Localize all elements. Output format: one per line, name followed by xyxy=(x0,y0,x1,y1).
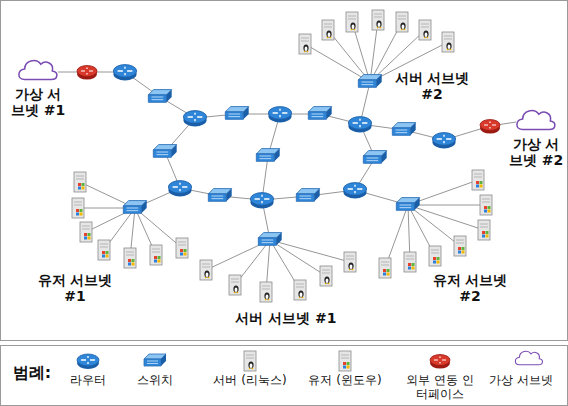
server-icon xyxy=(294,280,306,300)
router-icon xyxy=(183,111,206,127)
router-icon xyxy=(168,181,191,197)
router-icon xyxy=(348,117,371,133)
subnet-label: 유저 서브넷 #2 xyxy=(430,272,510,304)
network-link xyxy=(408,205,460,246)
subnet-label: 서버 서브넷 #2 xyxy=(394,70,470,102)
server-icon xyxy=(320,266,332,286)
switch-icon xyxy=(258,233,281,246)
server-icon xyxy=(346,12,358,32)
switch-icon xyxy=(225,107,248,120)
switch-icon xyxy=(363,151,386,164)
pc-icon xyxy=(176,238,188,258)
router-icon xyxy=(432,133,455,149)
switch-icon xyxy=(123,201,146,214)
server-icon xyxy=(200,260,212,280)
server-icon xyxy=(229,275,241,295)
switch-icon xyxy=(148,90,171,103)
server-icon xyxy=(372,10,384,30)
legend-text: 서버 (리눅스) xyxy=(205,374,295,388)
server-icon xyxy=(442,32,454,52)
virtual-subnet: 가상 서브넷 #2 xyxy=(508,106,564,168)
switch-icon xyxy=(396,198,419,211)
ext-icon xyxy=(77,66,97,80)
legend-text: 유저 (윈도우) xyxy=(300,374,390,388)
pc-icon xyxy=(98,240,110,260)
server-icon xyxy=(322,20,334,40)
server-icon xyxy=(299,34,311,54)
switch-icon xyxy=(392,123,415,136)
network-link xyxy=(408,205,486,206)
network-link xyxy=(270,240,326,276)
switch-icon xyxy=(208,189,231,202)
legend-heading: 범례: xyxy=(4,364,60,382)
pc-icon xyxy=(80,222,92,242)
pc-icon xyxy=(150,245,162,265)
pc-icon xyxy=(72,198,84,218)
legend-text: 가상 서브넷 xyxy=(476,374,566,388)
router-icon xyxy=(113,65,136,81)
pc-icon xyxy=(454,236,466,256)
pc-icon xyxy=(124,248,136,268)
subnet-label: 서버 서브넷 #1 xyxy=(211,310,361,326)
router-icon xyxy=(343,183,366,199)
subnet-label: 가상 서브넷 #2 xyxy=(508,136,564,168)
pc-icon xyxy=(74,172,86,192)
switch-icon xyxy=(153,145,176,158)
pc-icon xyxy=(404,252,416,272)
cloud-icon xyxy=(515,106,557,136)
server-icon xyxy=(344,252,356,272)
switch-icon xyxy=(296,189,319,202)
legend-text: 외부 연동 인터페이스 xyxy=(405,374,475,402)
pc-icon xyxy=(478,220,490,240)
router-icon xyxy=(250,193,273,209)
pc-icon xyxy=(379,258,391,278)
pc-icon xyxy=(480,195,492,215)
switch-icon xyxy=(358,75,381,88)
subnet-label: 유저 서브넷 #1 xyxy=(35,272,115,304)
virtual-subnet: 가상 서브넷 #1 xyxy=(9,56,67,118)
network-link xyxy=(270,240,350,262)
router-icon xyxy=(268,107,291,123)
pc-icon xyxy=(472,170,484,190)
server-icon xyxy=(419,20,431,40)
server-icon xyxy=(396,12,408,32)
legend-text: 라우터 xyxy=(43,374,133,388)
subnet-label: 가상 서브넷 #1 xyxy=(9,86,67,118)
switch-icon xyxy=(308,107,331,120)
switch-icon xyxy=(256,149,279,162)
pc-icon xyxy=(429,246,441,266)
cloud-icon xyxy=(17,56,59,86)
network-link xyxy=(135,208,182,248)
ext-icon xyxy=(480,120,500,134)
server-icon xyxy=(260,282,272,302)
legend-text: 스위치 xyxy=(110,374,200,388)
